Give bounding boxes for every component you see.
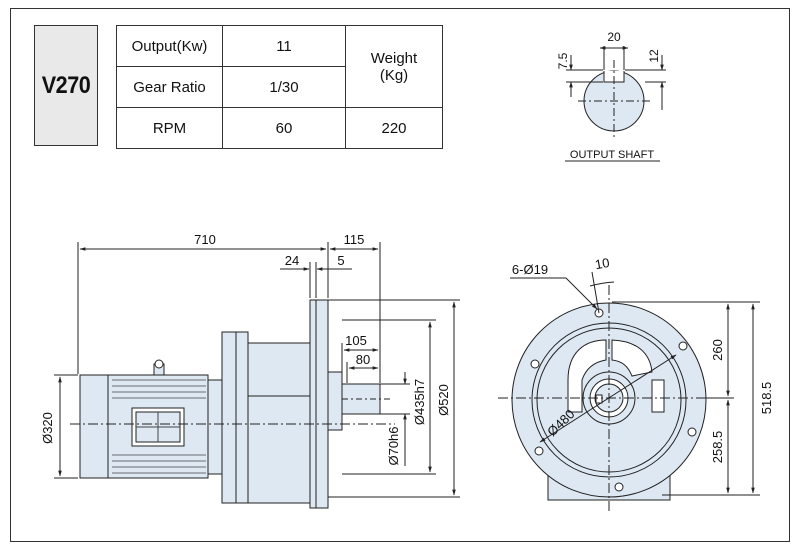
motor-fan-cover xyxy=(79,374,109,479)
bolt-hole xyxy=(530,359,540,369)
dim-line-d480 xyxy=(539,354,677,443)
shaft-caption: OUTPUT SHAFT xyxy=(570,149,654,161)
dim-518-5: 518.5 xyxy=(759,382,774,415)
motor-flange xyxy=(207,379,223,475)
ratio-value: 1/30 xyxy=(222,66,346,108)
front-window-right xyxy=(651,379,665,413)
dim-d435: Ø435h7 xyxy=(412,379,427,425)
spec-row-output: Output(Kw) 11 Weight (Kg) xyxy=(116,25,443,108)
holes-label: 6-Ø19 xyxy=(512,262,548,277)
weight-value: 220 xyxy=(345,107,443,149)
dim-d70: Ø70h6 xyxy=(386,426,401,465)
bolt-hole xyxy=(614,482,624,492)
bolt-hole xyxy=(534,446,544,456)
side-view xyxy=(54,242,460,509)
weight-label-line1: Weight xyxy=(370,49,418,67)
spec-table: Output(Kw) 11 Weight (Kg) Gear Ratio 1/3… xyxy=(116,25,443,149)
dim-5: 5 xyxy=(337,253,344,268)
spec-row-rpm: RPM 60 220 xyxy=(116,107,443,149)
holes-leader xyxy=(510,277,598,310)
weight-label: Weight (Kg) xyxy=(345,25,443,108)
spec-row-ratio: Gear Ratio 1/30 xyxy=(116,66,443,108)
dim-105: 105 xyxy=(345,333,367,348)
output-label: Output(Kw) xyxy=(116,25,223,67)
motor-fins xyxy=(112,379,206,474)
model-label: V270 xyxy=(41,71,91,99)
shaft-dim-12: 12 xyxy=(647,49,661,63)
output-shaft-detail xyxy=(566,46,666,140)
dim-80: 80 xyxy=(356,352,370,367)
weight-label-line2: (Kg) xyxy=(379,66,409,84)
bolt-hole xyxy=(678,341,688,351)
dim-258-5: 258.5 xyxy=(710,431,725,464)
drawing-frame xyxy=(10,8,790,542)
shaft-dim-20: 20 xyxy=(607,30,621,44)
dim-260: 260 xyxy=(710,339,725,361)
dim-115: 115 xyxy=(344,232,365,247)
dim-d320: Ø320 xyxy=(40,412,55,444)
bolt-hole xyxy=(687,427,697,437)
dim-d520: Ø520 xyxy=(436,384,451,416)
model-badge: V270 xyxy=(34,25,98,146)
dim-24: 24 xyxy=(285,253,299,268)
dim-710: 710 xyxy=(194,232,216,247)
front-view xyxy=(498,271,760,512)
shaft-dim-7-5: 7.5 xyxy=(556,52,570,69)
angle-arc xyxy=(589,281,615,287)
dim-10: 10 xyxy=(594,255,611,272)
bolt-holes xyxy=(530,308,697,492)
gearbox-adapter xyxy=(221,331,249,504)
output-pilot xyxy=(327,371,343,431)
output-value: 11 xyxy=(222,25,346,67)
